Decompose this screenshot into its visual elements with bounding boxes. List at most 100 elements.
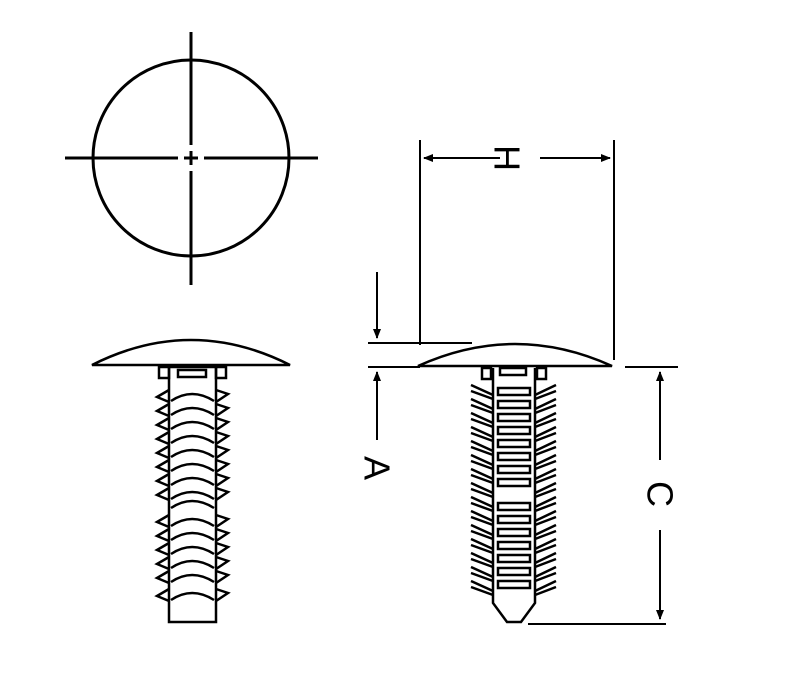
slot [496, 412, 532, 423]
barb [470, 481, 494, 499]
barb [534, 453, 557, 471]
rib-arc [170, 573, 215, 584]
barb [154, 587, 170, 603]
barb [154, 541, 170, 557]
barb [470, 467, 494, 485]
barb [470, 565, 494, 583]
rib-arc [170, 462, 215, 473]
barb [470, 397, 494, 415]
barb [154, 527, 170, 543]
barb [215, 444, 231, 460]
barb [470, 523, 494, 541]
slot [496, 566, 532, 577]
barb [215, 472, 231, 488]
head-dome [91, 338, 291, 367]
barb [470, 495, 494, 513]
barb [154, 416, 170, 432]
barb [534, 509, 557, 527]
barb [215, 402, 231, 418]
barb [534, 537, 557, 555]
barb [215, 388, 231, 404]
slot [496, 399, 532, 410]
dimension-a [368, 272, 472, 440]
barb [470, 411, 494, 429]
side-view-left [91, 338, 291, 624]
rib-arc [170, 392, 215, 403]
barb [470, 579, 494, 597]
dimension-a-label: A [357, 456, 398, 480]
slots [496, 386, 532, 590]
slot [496, 425, 532, 436]
barb [470, 551, 494, 569]
rib-arc [170, 591, 215, 602]
slot [496, 553, 532, 564]
barb [215, 555, 231, 571]
barb [215, 541, 231, 557]
barb [470, 439, 494, 457]
barb [154, 486, 170, 502]
barb [154, 472, 170, 488]
slot [496, 464, 532, 475]
side-view-right [417, 342, 613, 624]
barb [215, 458, 231, 474]
rib-arc [170, 559, 215, 570]
barb [534, 495, 557, 513]
barb [215, 430, 231, 446]
barb [470, 509, 494, 527]
barb [154, 458, 170, 474]
barb [534, 467, 557, 485]
barb [154, 430, 170, 446]
barb [215, 513, 231, 529]
barb [534, 397, 557, 415]
dimension-h [419, 140, 615, 360]
barb [215, 486, 231, 502]
rib-arc [170, 545, 215, 556]
rib-arc [170, 531, 215, 542]
barbs [154, 388, 231, 603]
barb [534, 439, 557, 457]
rib-arc [170, 434, 215, 445]
barb [154, 402, 170, 418]
barb [154, 569, 170, 585]
shaft [167, 365, 218, 624]
barb [215, 569, 231, 585]
barb [534, 523, 557, 541]
dimension-c [528, 366, 678, 625]
barb [470, 425, 494, 443]
barb [154, 513, 170, 529]
rib-arc [170, 490, 215, 501]
barbs [470, 383, 557, 597]
barb [534, 425, 557, 443]
slot [496, 477, 532, 488]
barb [534, 383, 557, 401]
slot [496, 527, 532, 538]
barb [534, 481, 557, 499]
rib-arc [170, 448, 215, 459]
slot [496, 579, 532, 590]
slot [496, 501, 532, 512]
slot [496, 451, 532, 462]
slot [496, 540, 532, 551]
slot [496, 386, 532, 397]
barb [215, 416, 231, 432]
rib-arc [170, 517, 215, 528]
shaft [491, 368, 537, 624]
dimension-c-label: C [640, 481, 681, 507]
rib-arc [170, 476, 215, 487]
barb [470, 453, 494, 471]
dimension-h-label: H [487, 145, 528, 171]
barb [215, 527, 231, 543]
slot [496, 514, 532, 525]
barb [154, 388, 170, 404]
barb [154, 555, 170, 571]
barb [534, 565, 557, 583]
head-dome [417, 342, 613, 368]
barb [534, 411, 557, 429]
top-view [65, 32, 318, 285]
barb [215, 587, 231, 603]
slot [496, 438, 532, 449]
barb [154, 444, 170, 460]
centerline-cross [65, 32, 318, 285]
